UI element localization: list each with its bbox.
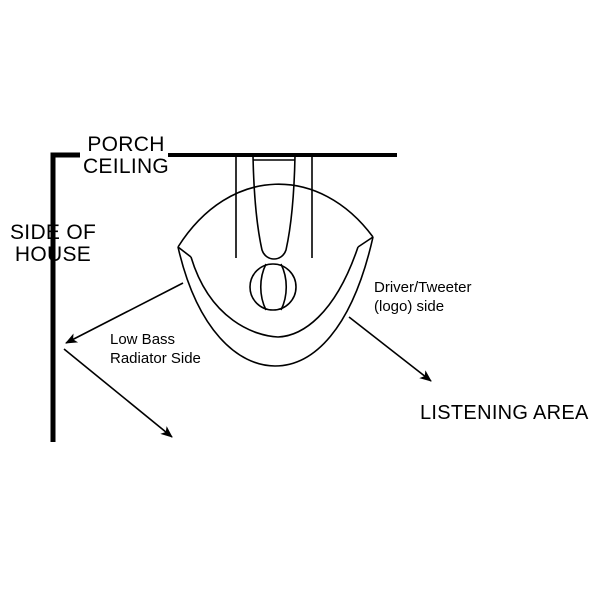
bass-arrow-down: [63, 348, 173, 438]
speaker-driver: [249, 263, 297, 311]
speaker-body: [177, 183, 374, 367]
bass-line2: Radiator Side: [110, 349, 201, 367]
porch-ceiling-label: PORCH CEILING: [82, 133, 170, 179]
driver-tweeter-label: Driver/Tweeter (logo) side: [374, 279, 472, 317]
driver-line1: Driver/Tweeter: [374, 279, 472, 296]
side-of-house-wall: [50, 152, 80, 442]
porch-ceiling-line2: CEILING: [82, 155, 170, 179]
bass-line1: Low Bass: [110, 331, 176, 348]
side-of-house-line2: HOUSE: [14, 243, 92, 267]
speaker-mount: [235, 155, 313, 260]
bass-arrow-up: [65, 282, 184, 344]
driver-line2: (logo) side: [374, 297, 445, 315]
side-of-house-line1: SIDE OF: [10, 221, 97, 244]
listening-area-label: LISTENING AREA: [420, 402, 589, 424]
low-bass-label: Low Bass Radiator Side: [110, 331, 201, 369]
porch-ceiling-line1: PORCH: [87, 133, 165, 156]
side-of-house-label: SIDE OF HOUSE: [10, 221, 97, 267]
driver-arrow: [348, 316, 432, 382]
